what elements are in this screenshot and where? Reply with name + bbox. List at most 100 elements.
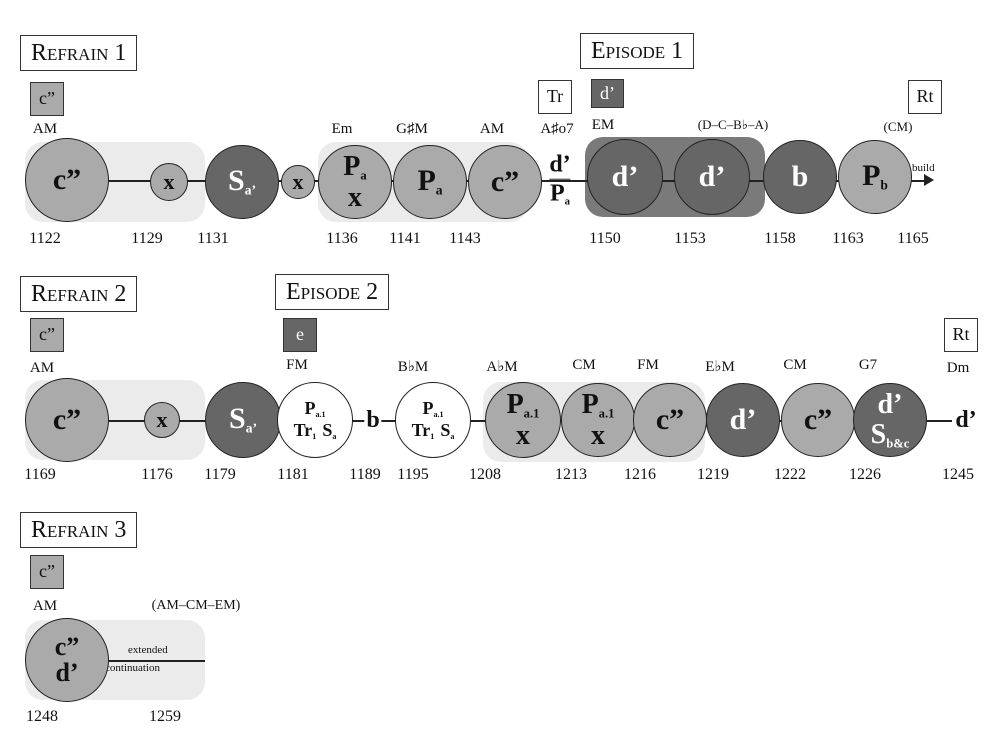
fraction-bottom-sub: a — [564, 195, 571, 208]
refrain-1-key-box: c” — [30, 82, 64, 116]
key-label: A♭M — [486, 359, 518, 375]
measure-number: 1219 — [697, 466, 729, 483]
key-label: G7 — [858, 357, 878, 373]
measure-number: 1141 — [389, 230, 421, 247]
node-label: d’ — [878, 390, 903, 419]
form-node: c” — [25, 138, 109, 222]
form-node: b — [763, 140, 837, 214]
node-label: c” — [53, 165, 81, 195]
key-label: E♭M — [705, 359, 735, 375]
key-label: FM — [286, 357, 308, 373]
fraction-top: d’ — [549, 151, 571, 180]
node-bottom: x — [348, 183, 362, 212]
node-label: Pa.1 — [304, 399, 325, 419]
measure-number: 1226 — [849, 466, 881, 483]
key-label: FM — [637, 357, 659, 373]
measure-number: 1213 — [555, 466, 587, 483]
node-label: d’ — [699, 162, 726, 192]
measure-number: 1131 — [197, 230, 229, 247]
key-label: (AM–CM–EM) — [151, 598, 241, 613]
node-main: P — [304, 398, 316, 419]
key-label: (D–C–B♭–A) — [697, 117, 769, 132]
form-node: Sa’ — [205, 382, 281, 458]
node-main: c” — [52, 163, 82, 196]
retransition-box: Rt — [908, 80, 942, 114]
form-node: x — [150, 163, 188, 201]
episode-2-key-box: e — [283, 318, 317, 352]
node-main: P — [343, 150, 361, 182]
measure-number: 1165 — [897, 230, 929, 247]
form-node: Pb — [838, 140, 912, 214]
form-node: d’ — [674, 139, 750, 215]
form-node: c” — [633, 383, 707, 457]
measure-number: 1179 — [204, 466, 236, 483]
node-label: d’ — [612, 162, 639, 192]
form-node: d’Sb&c — [853, 383, 927, 457]
measure-number: 1169 — [24, 466, 56, 483]
node-label: Sa’ — [229, 404, 257, 435]
key-label: (CM) — [883, 119, 913, 134]
build-label: build — [912, 162, 935, 174]
node-label: c” — [656, 405, 684, 435]
node-label: x — [293, 171, 304, 193]
measure-number: 1216 — [624, 466, 656, 483]
key-label: CM — [572, 357, 596, 373]
measure-number: 1122 — [29, 230, 61, 247]
node-sub: a.1 — [523, 405, 540, 420]
node-sub: a’ — [244, 183, 256, 199]
node-main: c” — [803, 403, 833, 436]
node-label: Pb — [862, 161, 888, 192]
episode-2-title: Episode 2 — [275, 274, 390, 310]
measure-number: 1176 — [141, 466, 173, 483]
key-label: B♭M — [397, 359, 429, 375]
episode-1-key-box: d’ — [591, 79, 624, 108]
refrain-3-title: Refrain 3 — [20, 512, 138, 548]
form-node: c” — [25, 378, 109, 462]
node-main: d’ — [611, 160, 639, 193]
form-node: c” — [468, 145, 542, 219]
refrain-2-title: Refrain 2 — [20, 276, 138, 312]
node-bottom-second-sub: a — [450, 431, 455, 441]
measure-number: 1248 — [26, 708, 58, 725]
node-label: Pa — [343, 150, 367, 182]
node-sub: a.1 — [433, 409, 444, 419]
node-sub: a.1 — [315, 409, 326, 419]
key-label: CM — [783, 357, 807, 373]
node-main: c” — [490, 165, 520, 198]
measure-number: 1163 — [832, 230, 864, 247]
node-label: x — [157, 409, 168, 431]
node-label: Sa’ — [228, 166, 256, 197]
node-main: P — [422, 398, 434, 419]
key-label: G♯M — [396, 121, 428, 137]
node-bottom-main: x — [516, 419, 530, 451]
node-c-d: c” d’ — [25, 618, 109, 702]
node-main: x — [292, 169, 304, 194]
episode-1-title: Episode 1 — [580, 33, 695, 69]
node-sub: b — [880, 178, 888, 194]
transition-box: Tr — [538, 80, 572, 114]
measure-number: 1143 — [449, 230, 481, 247]
node-main: P — [417, 164, 436, 198]
node-label: c” — [491, 167, 519, 197]
key-label: AM — [479, 121, 505, 137]
form-node: x — [281, 165, 315, 199]
node-label: Pa — [417, 166, 442, 197]
measure-number: 1153 — [674, 230, 706, 247]
node-main: d’ — [729, 403, 757, 436]
node-sub: a’ — [245, 421, 257, 437]
node-label: Pa.1 — [422, 399, 443, 419]
refrain-2-key-box: c” — [30, 318, 64, 352]
form-node: Pa — [393, 145, 467, 219]
measure-number: 1245 — [942, 466, 974, 483]
node-bottom-sub: b&c — [886, 435, 910, 450]
node-main: S — [228, 164, 245, 198]
refrain-1-title: Refrain 1 — [20, 35, 138, 71]
node-label: c” — [804, 405, 832, 435]
key-label: Em — [331, 121, 353, 137]
node-sub: a — [360, 167, 367, 182]
extended-label: extended — [128, 644, 168, 656]
